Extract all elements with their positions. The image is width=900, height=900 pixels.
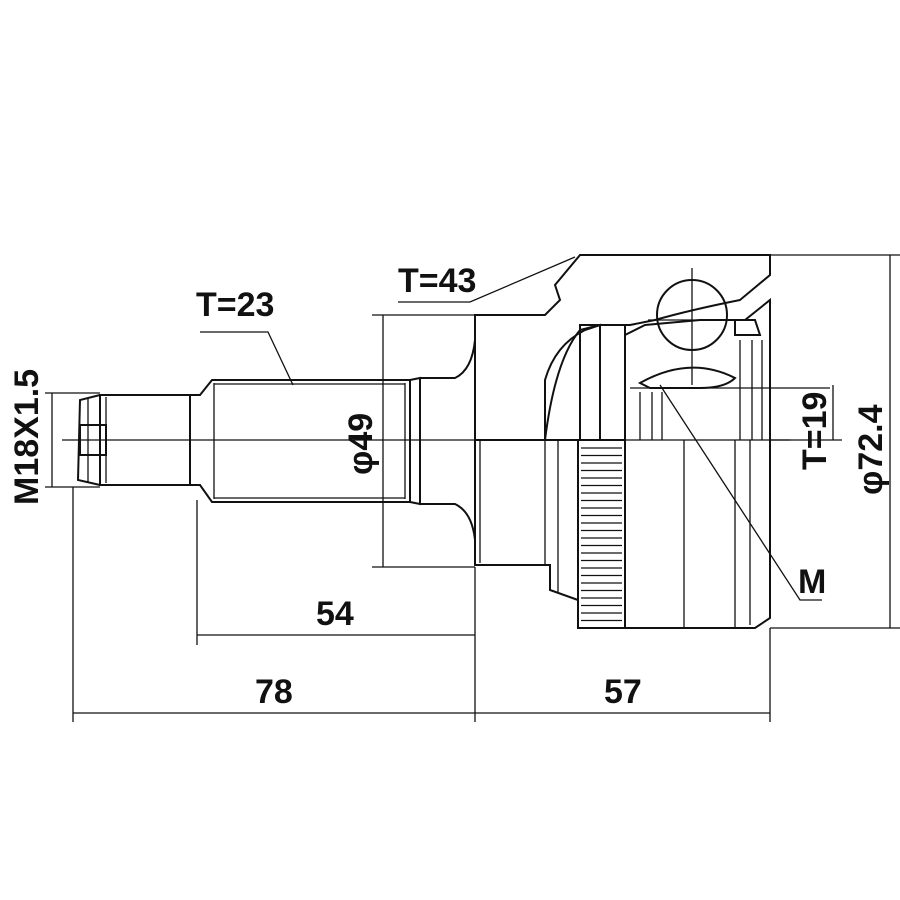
dim-bell-length: 57 bbox=[604, 673, 642, 711]
threaded-tip bbox=[76, 394, 191, 486]
label-abs-teeth: T=19 bbox=[796, 392, 834, 470]
label-marker: M bbox=[798, 563, 826, 601]
label-outer-diameter: φ72.4 bbox=[852, 404, 890, 495]
abs-ring-body bbox=[577, 439, 626, 629]
dim-total-stub-length: 78 bbox=[255, 673, 293, 711]
label-shaft-spline: T=23 bbox=[196, 286, 274, 324]
housing-exterior bbox=[474, 440, 771, 629]
dim-shaft-length: 54 bbox=[316, 595, 354, 633]
housing-section bbox=[474, 254, 830, 441]
label-seal-diameter: φ49 bbox=[342, 413, 380, 475]
label-thread: M18X1.5 bbox=[8, 369, 46, 505]
dimension-lines bbox=[45, 254, 900, 722]
abs-ring bbox=[577, 439, 626, 629]
label-outer-spline: T=43 bbox=[398, 262, 476, 300]
